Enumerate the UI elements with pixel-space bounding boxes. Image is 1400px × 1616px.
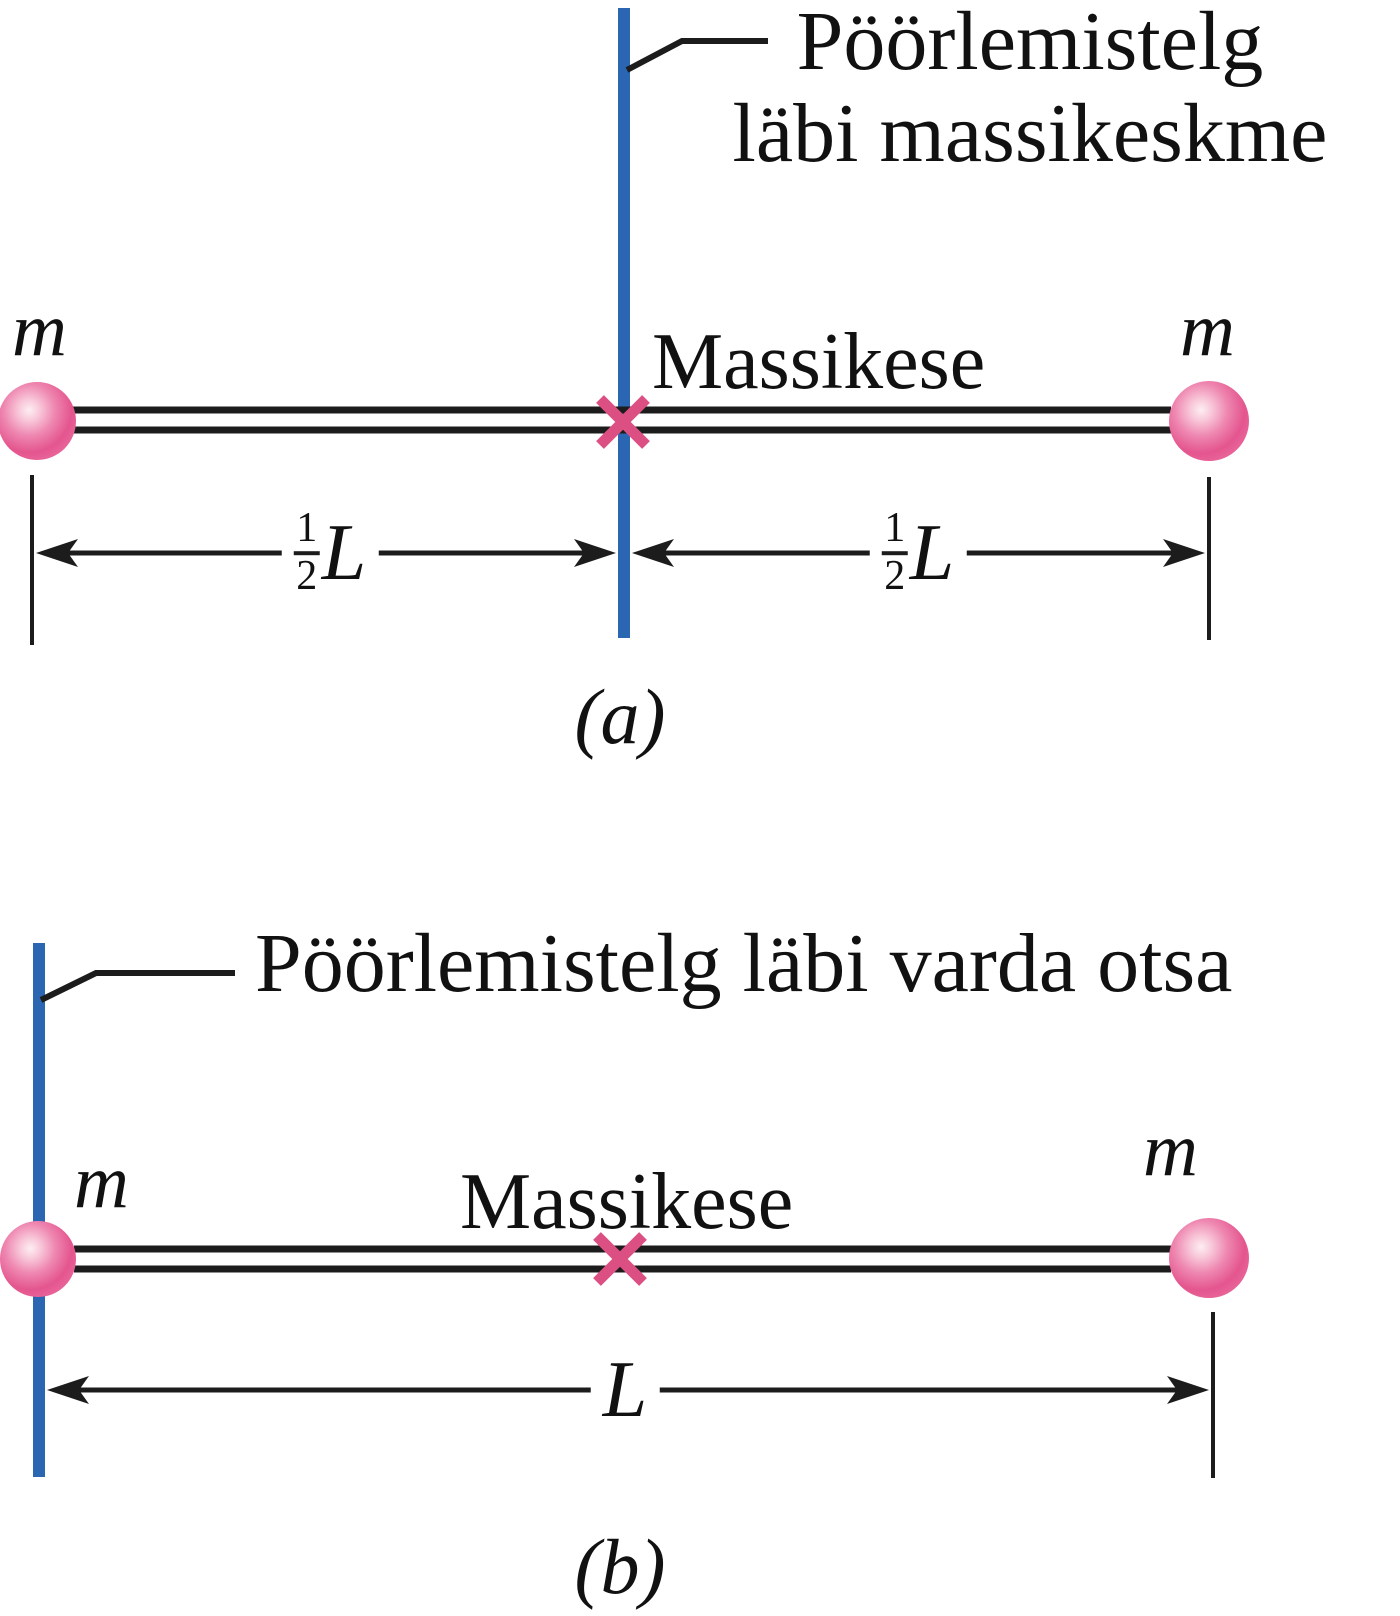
rotation-axis-label-a-line2: läbi massikeskme bbox=[732, 87, 1328, 180]
length-symbol: L bbox=[602, 1346, 648, 1434]
dim-arrowhead-left-in-a bbox=[574, 539, 616, 567]
leader-line-a bbox=[625, 38, 768, 73]
mass-label-left-a: m bbox=[12, 288, 67, 372]
fraction-numerator: 1 bbox=[296, 505, 318, 552]
center-of-mass-label-b: Massikese bbox=[460, 1158, 794, 1246]
center-of-mass-label-a: Massikese bbox=[652, 318, 986, 406]
mass-label-right-b: m bbox=[1143, 1108, 1198, 1192]
dim-label-half-l-right: 1 2 L bbox=[869, 505, 967, 599]
fraction-bar bbox=[881, 551, 908, 555]
length-symbol: L bbox=[909, 509, 955, 597]
rotation-axis-label-a: Pöörlemistelg läbi massikeskme bbox=[660, 0, 1400, 180]
fraction-one-half: 1 2 bbox=[881, 505, 908, 599]
fraction-bar bbox=[293, 551, 320, 555]
mass-ball-left-a bbox=[0, 382, 76, 460]
mass-label-right-a: m bbox=[1180, 288, 1235, 372]
length-symbol: L bbox=[321, 509, 367, 597]
mass-ball-left-b bbox=[0, 1221, 76, 1297]
rotation-axis-label-b: Pöörlemistelg läbi varda otsa bbox=[255, 917, 1233, 1010]
dim-label-full-l: L bbox=[590, 1346, 660, 1434]
fraction-one-half: 1 2 bbox=[293, 505, 320, 599]
dim-arrowhead-right-out-a bbox=[1163, 539, 1205, 567]
fraction-denominator: 2 bbox=[884, 553, 906, 599]
dim-label-half-l-left: 1 2 L bbox=[281, 505, 379, 599]
leader-line-b bbox=[39, 970, 235, 1003]
caption-a: (a) bbox=[574, 673, 666, 760]
center-of-mass-cross-b bbox=[593, 1232, 647, 1286]
caption-b: (b) bbox=[574, 1523, 666, 1610]
mass-ball-right-a bbox=[1169, 381, 1249, 461]
rotation-axis-label-a-line1: Pöörlemistelg bbox=[796, 0, 1264, 88]
fraction-denominator: 2 bbox=[296, 553, 318, 599]
fraction-numerator: 1 bbox=[884, 505, 906, 552]
dim-arrowhead-left-b bbox=[47, 1376, 89, 1404]
mass-ball-right-b bbox=[1169, 1218, 1249, 1298]
dim-arrowhead-right-b bbox=[1167, 1376, 1209, 1404]
center-of-mass-cross-a bbox=[596, 395, 650, 449]
dim-arrowhead-right-in-a bbox=[632, 539, 674, 567]
mass-label-left-b: m bbox=[74, 1140, 129, 1224]
dim-arrowhead-left-out-a bbox=[36, 539, 78, 567]
